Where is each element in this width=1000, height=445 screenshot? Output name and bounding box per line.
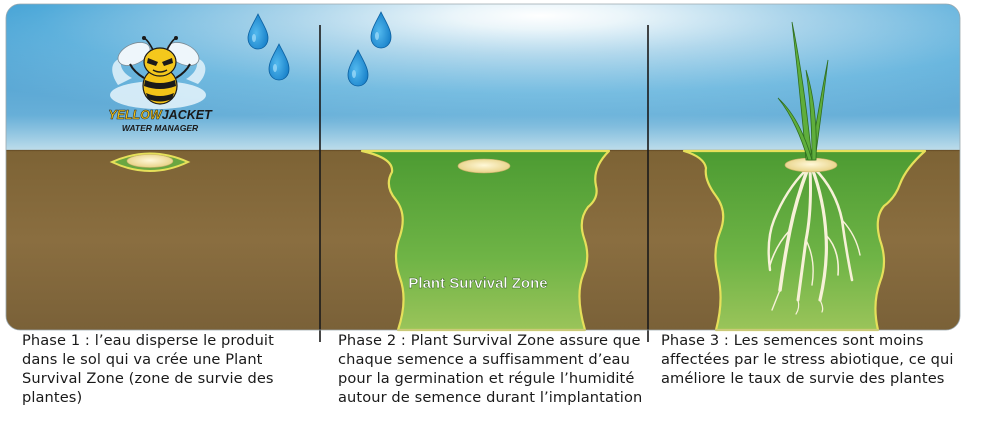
phase-2-caption: Phase 2 : Plant Survival Zone assure que… <box>338 332 643 406</box>
water-drop-icon <box>370 11 392 49</box>
seed <box>457 158 511 174</box>
water-drop-icon <box>268 43 290 81</box>
water-drop-icon <box>247 13 269 50</box>
seed-with-moisture-ring <box>109 152 191 172</box>
phase-3-caption: Phase 3 : Les semences sont moins affect… <box>661 332 954 387</box>
roots <box>767 166 861 315</box>
plant-survival-zone: Plant Survival Zone <box>360 149 611 332</box>
grass-sprout <box>777 21 829 161</box>
logo-tagline: WATER MANAGER <box>122 123 199 133</box>
plant-survival-zone-label: Plant Survival Zone <box>408 275 547 292</box>
logo-wordmark: YELLOWJACKET <box>108 108 213 122</box>
water-drop-icon <box>347 49 369 87</box>
phase-1-caption: Phase 1 : l’eau disperse le produit dans… <box>22 332 274 406</box>
seed <box>126 154 174 168</box>
yellow-jacket-logo: YELLOWJACKET WATER MANAGER <box>108 36 213 133</box>
